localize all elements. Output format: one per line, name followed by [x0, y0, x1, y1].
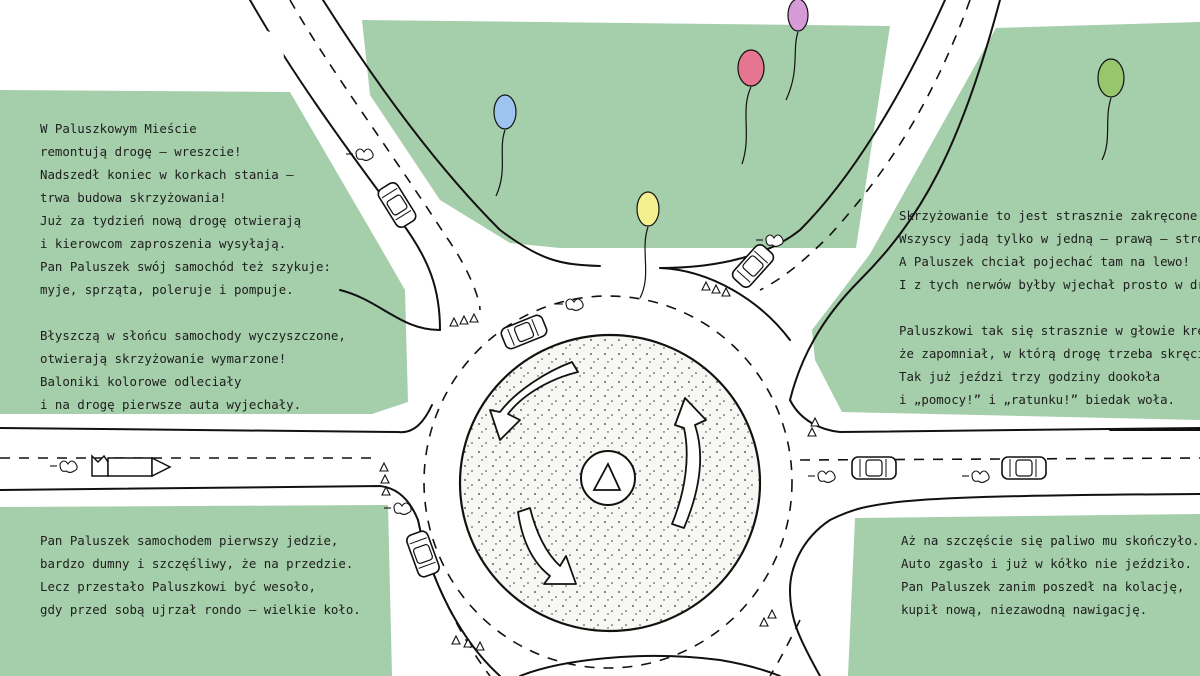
crayon-car [91, 454, 172, 478]
verse-line: Pan Paluszek zanim poszedł na kolację, [901, 579, 1185, 594]
verse-line: otwierają skrzyżowanie wymarzone! [40, 351, 287, 366]
verse-line: remontują drogę – wreszcie! [40, 144, 242, 159]
verse-line: gdy przed sobą ujrzał rondo – wielkie ko… [40, 602, 361, 617]
car-roundabout [498, 312, 550, 352]
verse-bottom-left: Pan Paluszek samochodem pierwszy jedzie,… [40, 529, 361, 621]
car-right-2 [1001, 456, 1047, 480]
verse-line: I z tych nerwów byłby wjechał prosto w d… [899, 277, 1200, 292]
cars [91, 179, 1047, 580]
verse-line: Pan Paluszek samochodem pierwszy jedzie, [40, 533, 339, 548]
verse-line: Aż na szczęście się paliwo mu skończyło. [901, 533, 1200, 548]
verse-line: trwa budowa skrzyżowania! [40, 190, 227, 205]
car-top-left [375, 179, 419, 231]
verse-line: Auto zgasło i już w kółko nie jeździło. [901, 556, 1192, 571]
car-right-1 [851, 456, 897, 480]
verse-line: W Paluszkowym Mieście [40, 121, 197, 136]
car-bottom-left [404, 528, 442, 580]
grass-bottom-left [0, 505, 392, 676]
grass-areas [0, 20, 1200, 676]
balloon-green [1097, 58, 1125, 161]
balloon-pink [785, 0, 809, 101]
verse-line: i „pomocy!” i „ratunku!” biedak woła. [899, 392, 1176, 407]
verse-line: Skrzyżowanie to jest strasznie zakręcone… [899, 208, 1200, 223]
verse-line: myje, sprząta, poleruje i pompuje. [40, 282, 294, 297]
stanza-gap [40, 301, 346, 324]
page-title: Rondo [0, 0, 290, 108]
verse-line: Wszyscy jadą tylko w jedną – prawą – str… [899, 231, 1200, 246]
balloon-blue [493, 94, 517, 197]
balloons [493, 0, 1125, 299]
verse-line: Pan Paluszek swój samochód też szykuje: [40, 259, 331, 274]
verse-line: że zapomniał, w którą drogę trzeba skręc… [899, 346, 1200, 361]
verse-line: Już za tydzień nową drogę otwierają [40, 213, 302, 228]
verse-line: i kierowcom zaproszenia wysyłają. [40, 236, 287, 251]
direction-arrows [489, 361, 707, 585]
verse-bottom-right: Aż na szczęście się paliwo mu skończyło.… [901, 529, 1199, 621]
balloon-red [737, 49, 765, 165]
verse-line: A Paluszek chciał pojechać tam na lewo! [899, 254, 1190, 269]
verse-top-left: W Paluszkowym Mieście remontują drogę – w… [40, 117, 346, 416]
center-triangle [592, 461, 622, 491]
grass-top-left [0, 90, 408, 414]
verse-line: bardzo dumny i szczęśliwy, że na przedzi… [40, 556, 354, 571]
verse-top-right: Skrzyżowanie to jest strasznie zakręcone… [899, 204, 1200, 411]
verse-line: Nadszedł koniec w korkach stania – [40, 167, 294, 182]
balloon-yellow [636, 191, 660, 299]
grass-bottom-right [848, 514, 1200, 676]
stanza-gap [899, 296, 1200, 319]
grass-top-center [362, 20, 890, 248]
grass-top-right [812, 22, 1200, 420]
verse-line: Baloniki kolorowe odleciały [40, 374, 242, 389]
verse-line: i na drogę pierwsze auta wyjechały. [40, 397, 302, 412]
verse-line: Błyszczą w słońcu samochody wyczyszczone… [40, 328, 346, 343]
verse-line: kupił nową, niezawodną nawigację. [901, 602, 1148, 617]
verse-line: Paluszkowi tak się strasznie w głowie kr… [899, 323, 1200, 338]
verse-line: Tak już jeździ trzy godziny dookoła [899, 369, 1161, 384]
verse-line: Lecz przestało Paluszkowi być wesoło, [40, 579, 317, 594]
